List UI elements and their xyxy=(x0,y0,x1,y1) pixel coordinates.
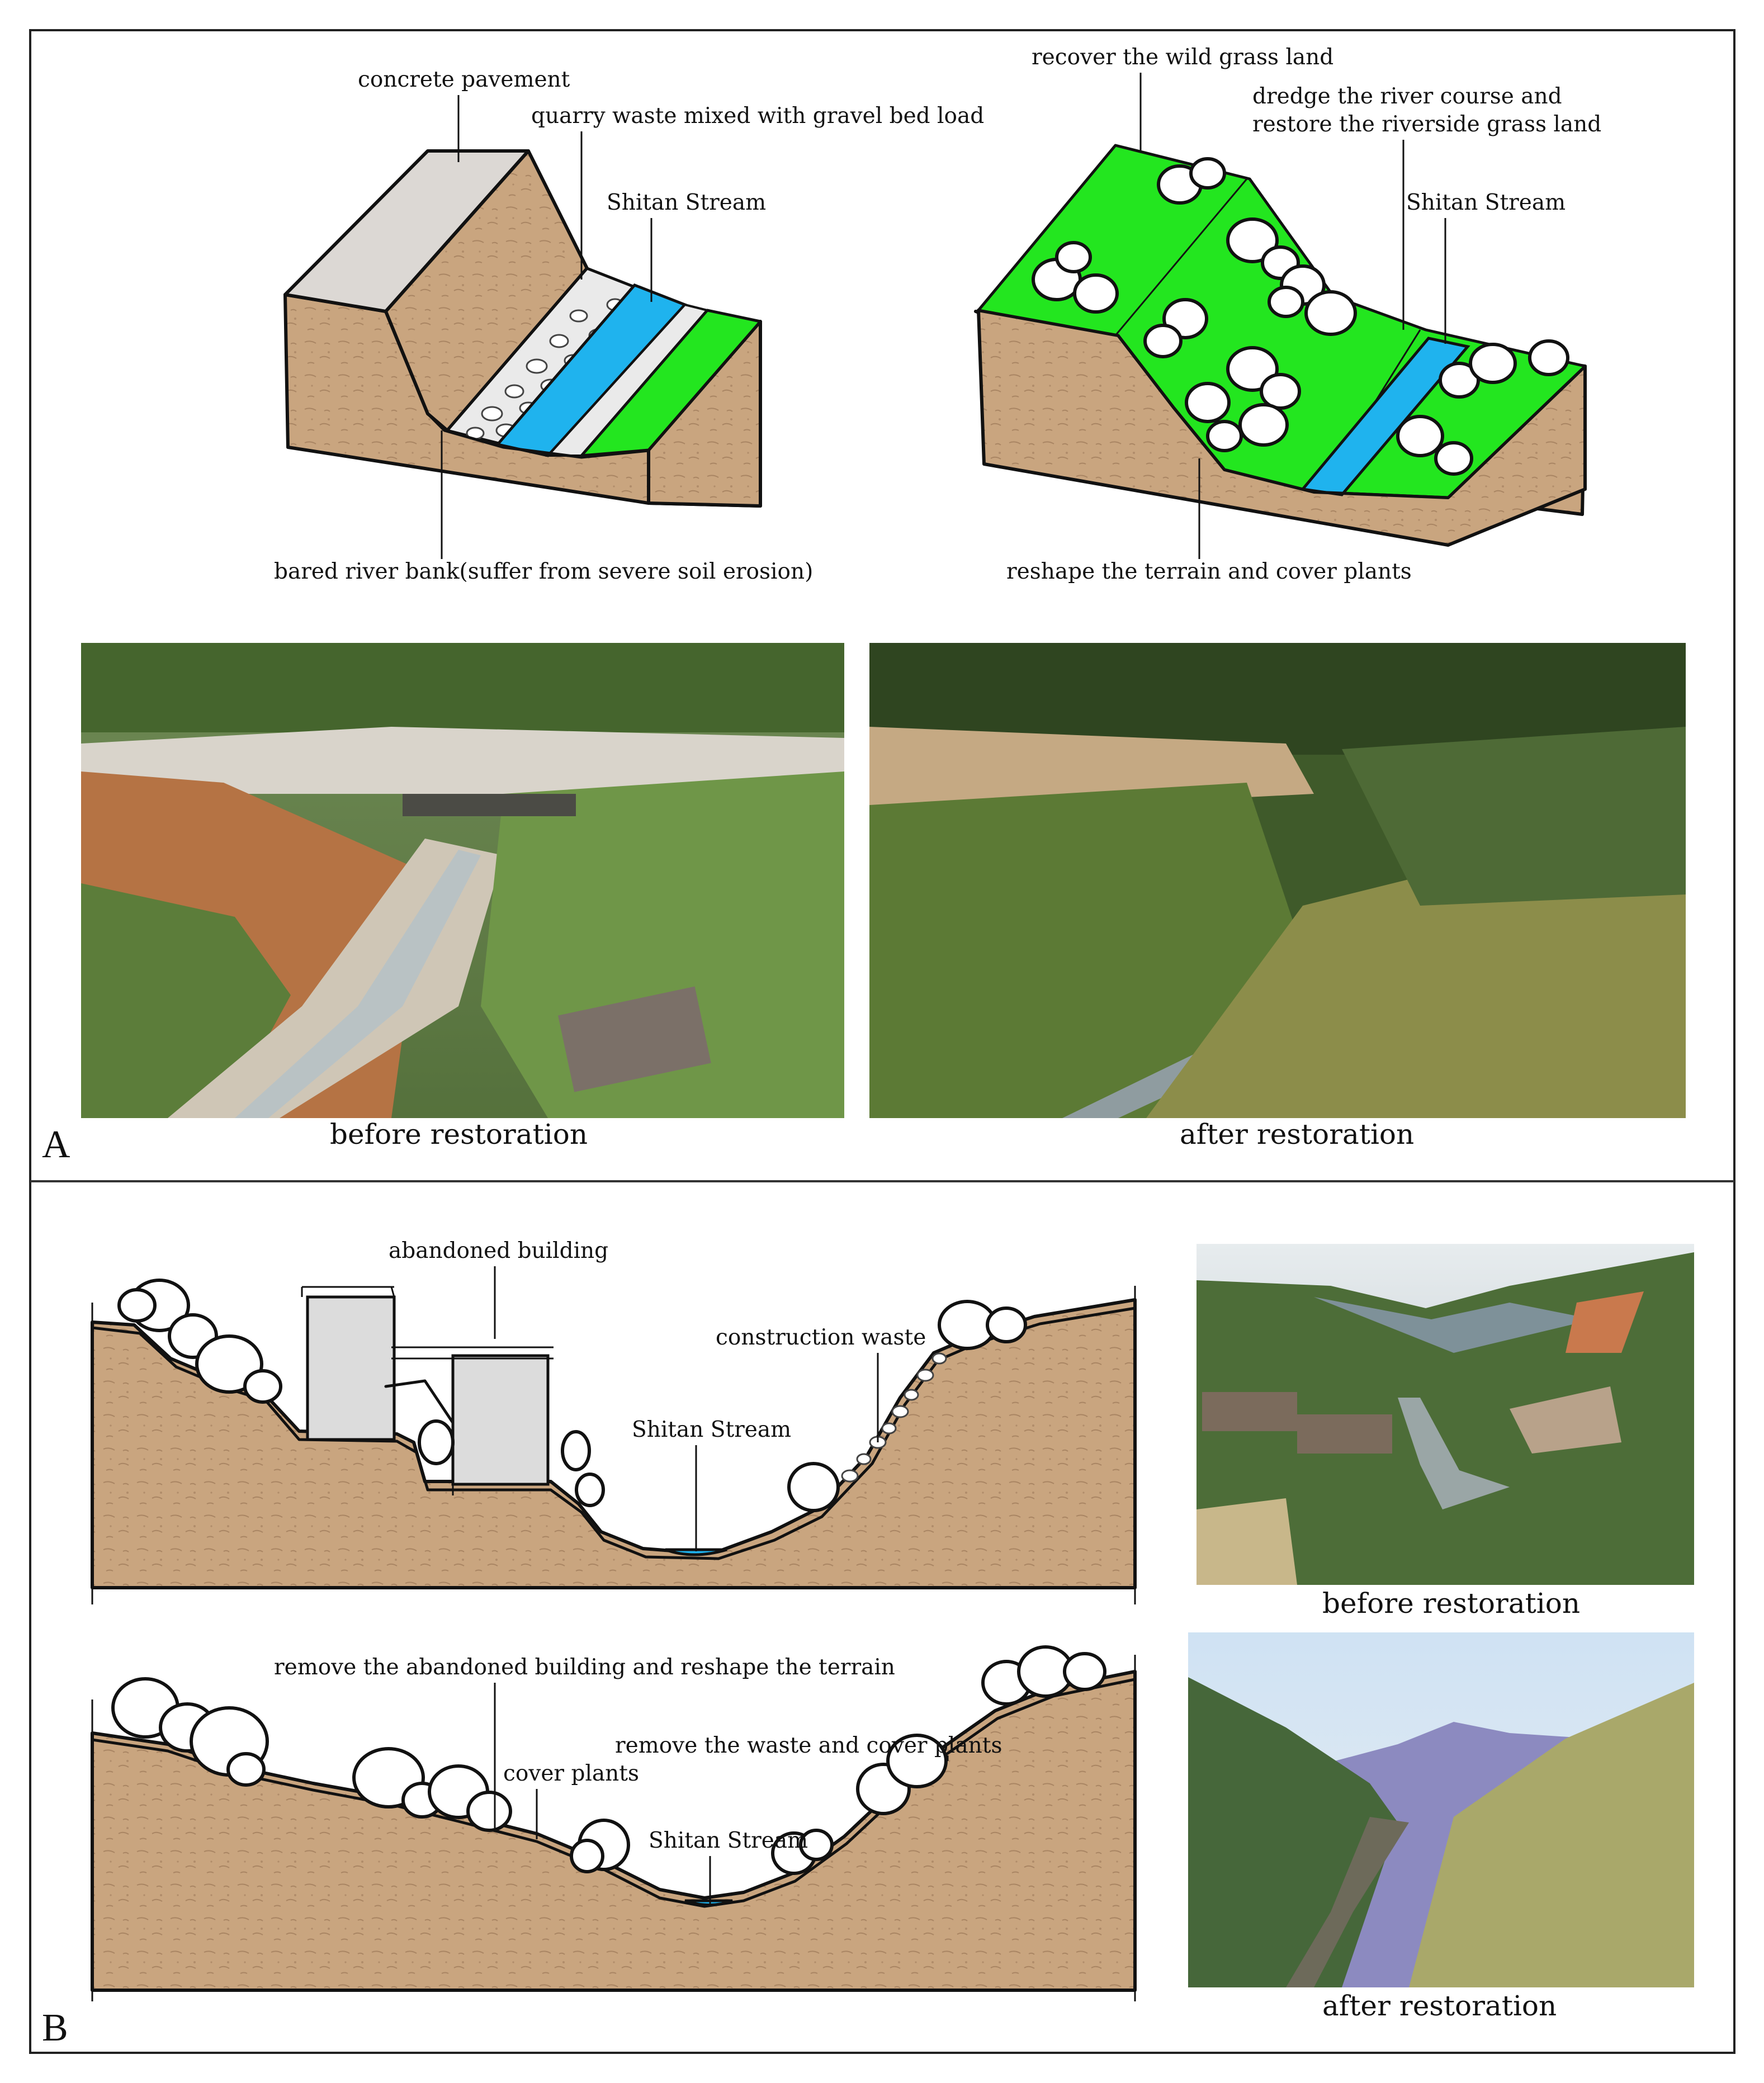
label-remove-building: remove the abandoned building and reshap… xyxy=(274,1655,895,1680)
shrub-group-a-after xyxy=(1032,157,1569,476)
panel-letter-a: A xyxy=(42,1123,70,1166)
label-wild-grass: recover the wild grass land xyxy=(1032,45,1333,70)
shrub-group-b-after xyxy=(111,1645,1106,1875)
label-remove-waste: remove the waste and cover plants xyxy=(615,1733,1002,1758)
label-stream-b-after: Shitan Stream xyxy=(649,1828,808,1853)
photo-a-after xyxy=(869,643,1686,1118)
label-reshape-terrain: reshape the terrain and cover plants xyxy=(1006,559,1412,584)
label-construction-waste: construction waste xyxy=(716,1325,926,1350)
label-stream-a-before: Shitan Stream xyxy=(607,190,766,215)
caption-b-before: before restoration xyxy=(1322,1587,1580,1620)
photo-b-after xyxy=(1188,1632,1694,1987)
panel-letter-b: B xyxy=(42,2006,68,2049)
panel-b-before-section xyxy=(91,1279,1137,1604)
panel-a-after-labels: recover the wild grass land dredge the r… xyxy=(1006,45,1601,584)
label-bared-bank: bared river bank(suffer from severe soil… xyxy=(274,559,813,584)
label-quarry-waste: quarry waste mixed with gravel bed load xyxy=(531,103,984,129)
panel-a-before-labels: concrete pavement quarry waste mixed wit… xyxy=(274,67,984,584)
panel-b-after-labels: remove the abandoned building and reshap… xyxy=(274,1655,1002,1904)
photo-a-before xyxy=(81,643,844,1118)
label-cover-plants: cover plants xyxy=(503,1761,639,1786)
abandoned-building-1 xyxy=(306,1295,396,1441)
panel-a-before-diagram xyxy=(283,149,762,508)
caption-b-after: after restoration xyxy=(1322,1990,1557,2022)
stream-b-before xyxy=(665,1548,727,1556)
stream-b-after xyxy=(684,1899,733,1906)
label-abandoned-building: abandoned building xyxy=(389,1238,608,1263)
panel-b-after-section xyxy=(91,1645,1137,2001)
label-concrete-pavement: concrete pavement xyxy=(358,67,570,92)
caption-a-before: before restoration xyxy=(330,1118,588,1151)
label-dredge-1: dredge the river course and xyxy=(1252,84,1562,109)
caption-a-after: after restoration xyxy=(1180,1118,1414,1151)
panel-b-before-labels: abandoned building construction waste Sh… xyxy=(389,1238,926,1551)
photo-b-before xyxy=(1197,1244,1694,1585)
label-stream-a-after: Shitan Stream xyxy=(1406,190,1566,215)
label-stream-b-before: Shitan Stream xyxy=(632,1417,791,1442)
abandoned-building-2 xyxy=(451,1354,550,1486)
label-dredge-2: restore the riverside grass land xyxy=(1252,112,1601,137)
panel-a-after-diagram xyxy=(974,144,1587,547)
shrub-group-b-before xyxy=(117,1279,1027,1512)
